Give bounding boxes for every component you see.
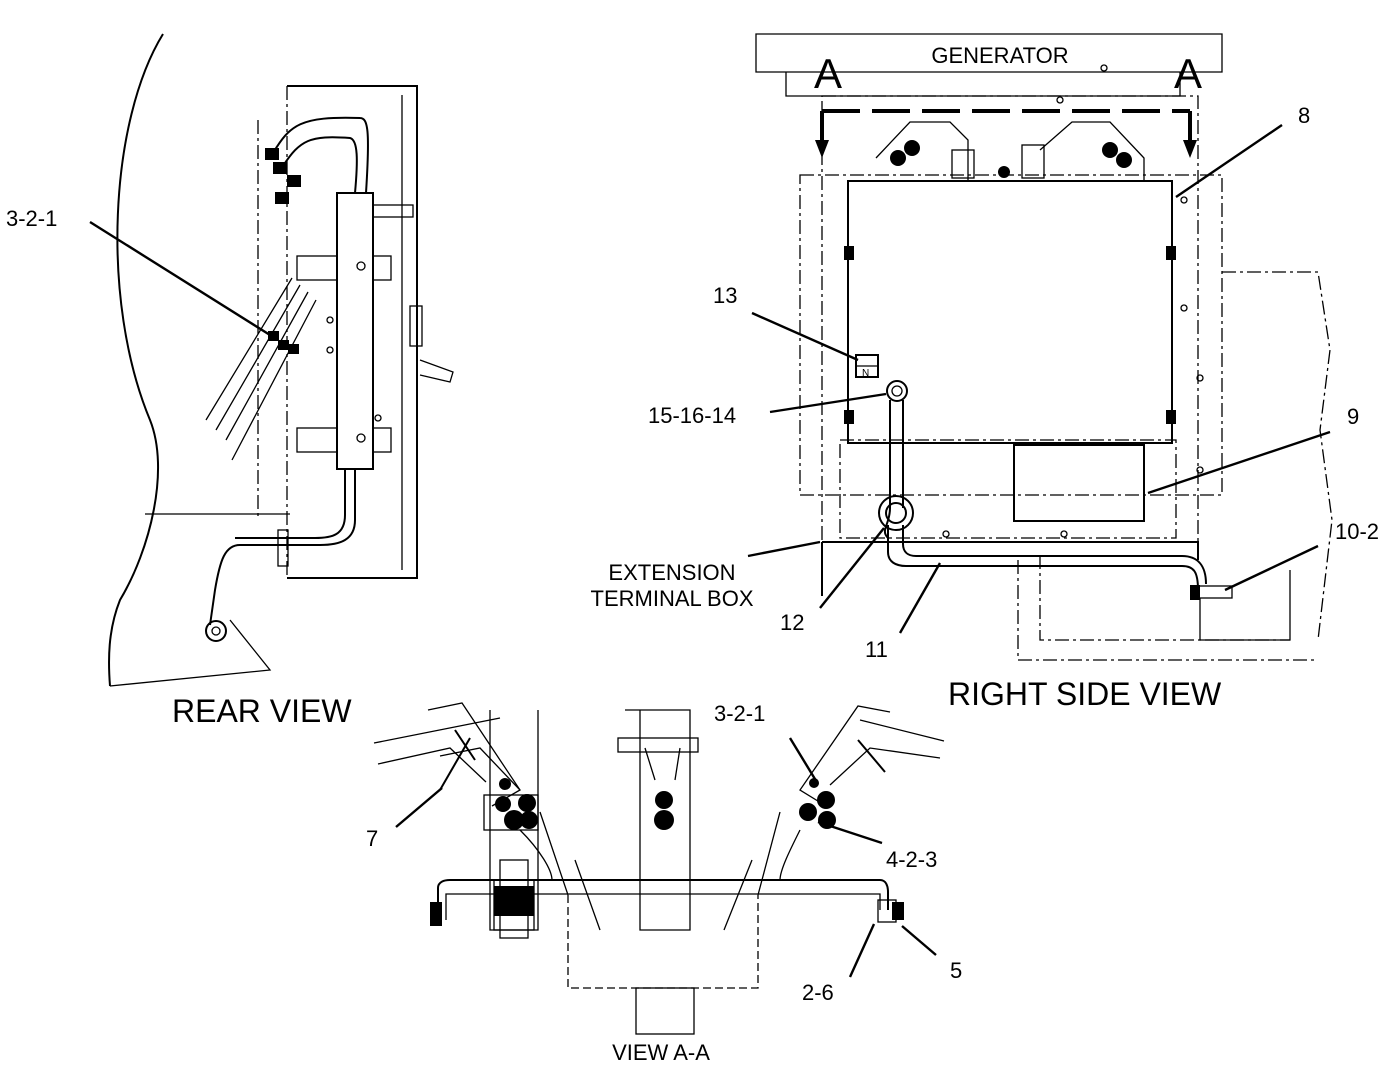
arrow-down-icon bbox=[1183, 140, 1197, 158]
callout-12: 12 bbox=[780, 610, 804, 635]
rear-view-title: REAR VIEW bbox=[172, 693, 352, 729]
bolt-icon bbox=[890, 150, 906, 166]
breaker-letter: N bbox=[862, 368, 869, 379]
view-a-a bbox=[373, 702, 945, 1035]
view-a-a-title: VIEW A-A bbox=[612, 1040, 710, 1065]
callout-7: 7 bbox=[366, 826, 378, 851]
callout-15-16-14: 15-16-14 bbox=[648, 403, 736, 428]
leader-lines bbox=[89, 124, 1331, 978]
callout-5: 5 bbox=[950, 958, 962, 983]
terminal-box-8 bbox=[847, 180, 1173, 444]
extension-label-line2: TERMINAL BOX bbox=[591, 586, 754, 611]
callout-9: 9 bbox=[1347, 404, 1359, 429]
callout-10-2: 10-2 bbox=[1335, 519, 1379, 544]
callout-11: 11 bbox=[865, 637, 888, 662]
rear-view bbox=[108, 33, 454, 687]
callout-8: 8 bbox=[1298, 103, 1310, 128]
ground-cable-11 bbox=[887, 525, 1199, 591]
cover-plate-9 bbox=[1013, 444, 1145, 522]
section-marker-left: A bbox=[814, 50, 842, 97]
right-side-view: N bbox=[755, 33, 1333, 661]
rear-enclosure bbox=[287, 85, 418, 579]
rear-ground-strap bbox=[209, 469, 356, 626]
grommet-12 bbox=[878, 495, 914, 531]
rear-frame-outline bbox=[108, 33, 164, 687]
generator-band bbox=[755, 33, 1223, 73]
callout-aa-3-2-1: 3-2-1 bbox=[714, 701, 765, 726]
extension-label-line1: EXTENSION bbox=[608, 560, 735, 585]
rear-lug-icon bbox=[265, 148, 279, 160]
generator-label: GENERATOR bbox=[931, 43, 1068, 68]
ground-bus bbox=[437, 879, 889, 920]
rear-terminal-block bbox=[336, 192, 374, 470]
callout-13: 13 bbox=[713, 283, 737, 308]
callout-rear-3-2-1: 3-2-1 bbox=[6, 206, 57, 231]
callout-2-6: 2-6 bbox=[802, 980, 834, 1005]
callout-4-2-3: 4-2-3 bbox=[886, 847, 937, 872]
cable-gland bbox=[886, 380, 908, 402]
arrow-down-icon bbox=[815, 140, 829, 158]
section-marker-right: A bbox=[1174, 50, 1202, 97]
right-side-view-title: RIGHT SIDE VIEW bbox=[948, 676, 1222, 712]
